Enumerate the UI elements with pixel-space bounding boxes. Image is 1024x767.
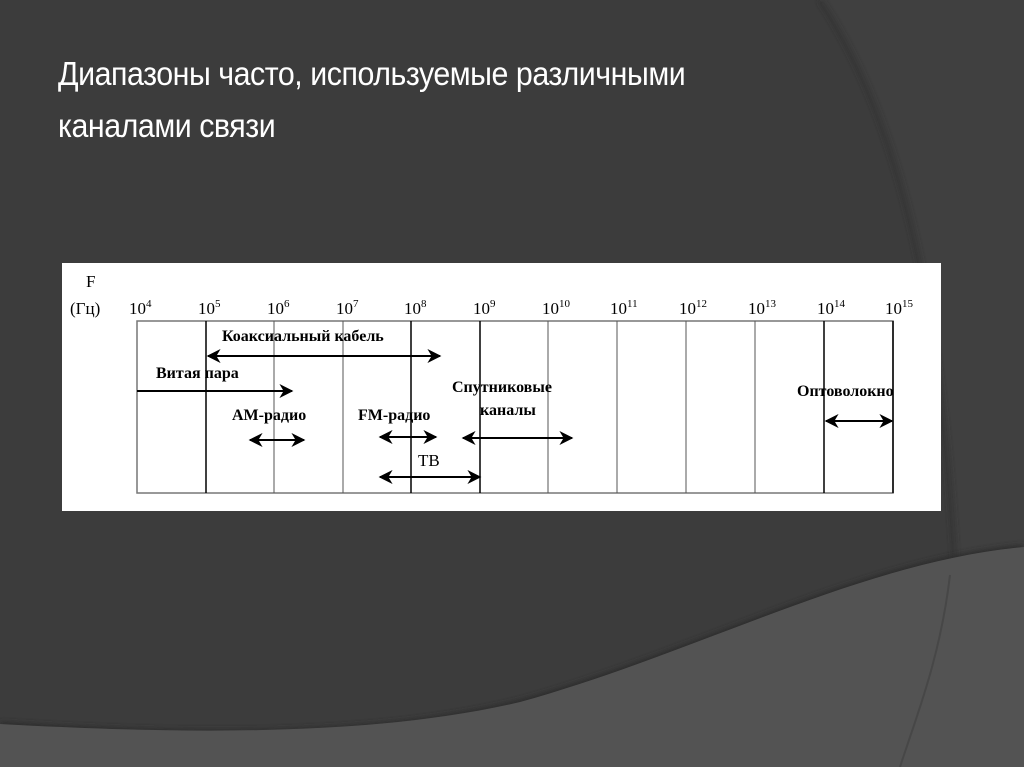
svg-text:1010: 1010: [542, 298, 571, 318]
title-line-2: каналами связи: [58, 107, 276, 144]
svg-text:105: 105: [198, 298, 221, 318]
svg-text:104: 104: [129, 298, 152, 318]
slide-title: Диапазоны часто, используемые различными…: [58, 48, 812, 152]
tick-labels: 104 105 106 107 108 109 1010 1011 1012 1…: [129, 298, 914, 318]
svg-text:1011: 1011: [610, 298, 638, 318]
title-line-1: Диапазоны часто, используемые различными: [58, 55, 686, 92]
frequency-band-diagram: F (Гц) 104 105 106 107 108 109 1010 1011…: [62, 263, 941, 511]
svg-text:106: 106: [267, 298, 290, 318]
axis-label-f: F: [86, 272, 95, 291]
band-label-satellite-2: каналы: [480, 402, 536, 419]
band-label-fm-radio: FM-радио: [358, 407, 430, 424]
svg-text:107: 107: [336, 298, 359, 318]
svg-text:109: 109: [473, 298, 496, 318]
band-label-coax: Коаксиальный кабель: [222, 328, 384, 345]
grid: [136, 320, 894, 494]
svg-text:1014: 1014: [817, 298, 846, 318]
svg-text:1012: 1012: [679, 298, 707, 318]
band-label-satellite-1: Спутниковые: [452, 379, 552, 396]
band-label-fiber: Оптоволокно: [797, 383, 894, 400]
svg-text:108: 108: [404, 298, 427, 318]
band-label-am-radio: АМ-радио: [232, 407, 306, 424]
axis-label-unit: (Гц): [70, 299, 100, 318]
svg-text:1013: 1013: [748, 298, 777, 318]
band-label-twisted-pair: Витая пара: [156, 365, 239, 382]
band-label-tv: ТВ: [418, 451, 440, 470]
svg-text:1015: 1015: [885, 298, 914, 318]
